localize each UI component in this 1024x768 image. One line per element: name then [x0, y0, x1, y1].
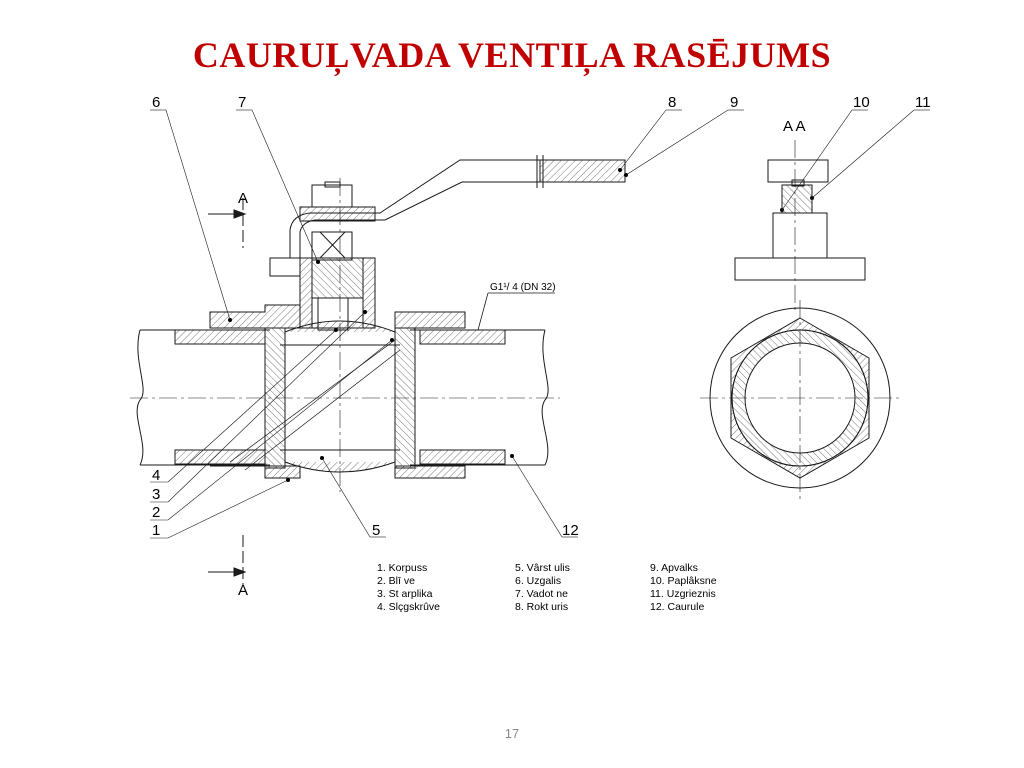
- part-number-1: 1: [152, 522, 160, 539]
- part-number-10: 10: [853, 94, 870, 111]
- ball-section-lines: [229, 339, 401, 471]
- handle: [289, 155, 626, 258]
- part-number-11: 11: [915, 94, 931, 111]
- legend-item-9: 9. Apvalks: [650, 562, 698, 574]
- legend-item-5: 5. Vârst ulis: [515, 562, 570, 574]
- section-view-label: A A: [783, 118, 806, 135]
- part-number-4: 4: [152, 467, 160, 484]
- main-section-view: [130, 155, 626, 492]
- section-view-aa: [700, 140, 900, 500]
- part-number-9: 9: [730, 94, 738, 111]
- legend-item-7: 7. Vadot ne: [515, 588, 568, 600]
- part-number-12: 12: [562, 522, 579, 539]
- page-number: 17: [504, 726, 520, 741]
- part-number-3: 3: [152, 486, 160, 503]
- pipe-right: [410, 329, 549, 466]
- legend: 1. Korpuss 2. Blī ve 3. St arplika 4. Sl…: [377, 562, 717, 613]
- legend-item-4: 4. Slçgskrûve: [377, 601, 440, 613]
- legend-item-8: 8. Rokt uris: [515, 601, 568, 613]
- valve-body: [209, 304, 466, 479]
- legend-item-2: 2. Blī ve: [377, 575, 415, 587]
- part-number-2: 2: [152, 504, 160, 521]
- legend-item-11: 11. Uzgrieznis: [650, 588, 716, 600]
- stem-housing: [269, 231, 376, 331]
- section-marker-bottom: A: [238, 582, 248, 599]
- part-number-7: 7: [238, 94, 246, 111]
- thread-label: G1¹/ 4 (DN 32): [490, 282, 556, 293]
- legend-item-10: 10. Paplâksne: [650, 575, 717, 587]
- pipe-left: [136, 329, 270, 466]
- section-markers: [208, 198, 247, 585]
- legend-item-6: 6. Uzgalis: [515, 575, 561, 587]
- legend-item-1: 1. Korpuss: [377, 562, 427, 574]
- section-marker-top: A: [238, 190, 248, 207]
- part-number-5: 5: [372, 522, 380, 539]
- thread-callout: [477, 292, 555, 331]
- center-lines: [130, 178, 560, 492]
- legend-item-3: 3. St arplika: [377, 588, 433, 600]
- part-number-6: 6: [152, 94, 160, 111]
- legend-item-12: 12. Caurule: [650, 601, 704, 613]
- page-title: CAURUĻVADA VENTIĻA RASĒJUMS: [192, 35, 832, 75]
- part-number-8: 8: [668, 94, 676, 111]
